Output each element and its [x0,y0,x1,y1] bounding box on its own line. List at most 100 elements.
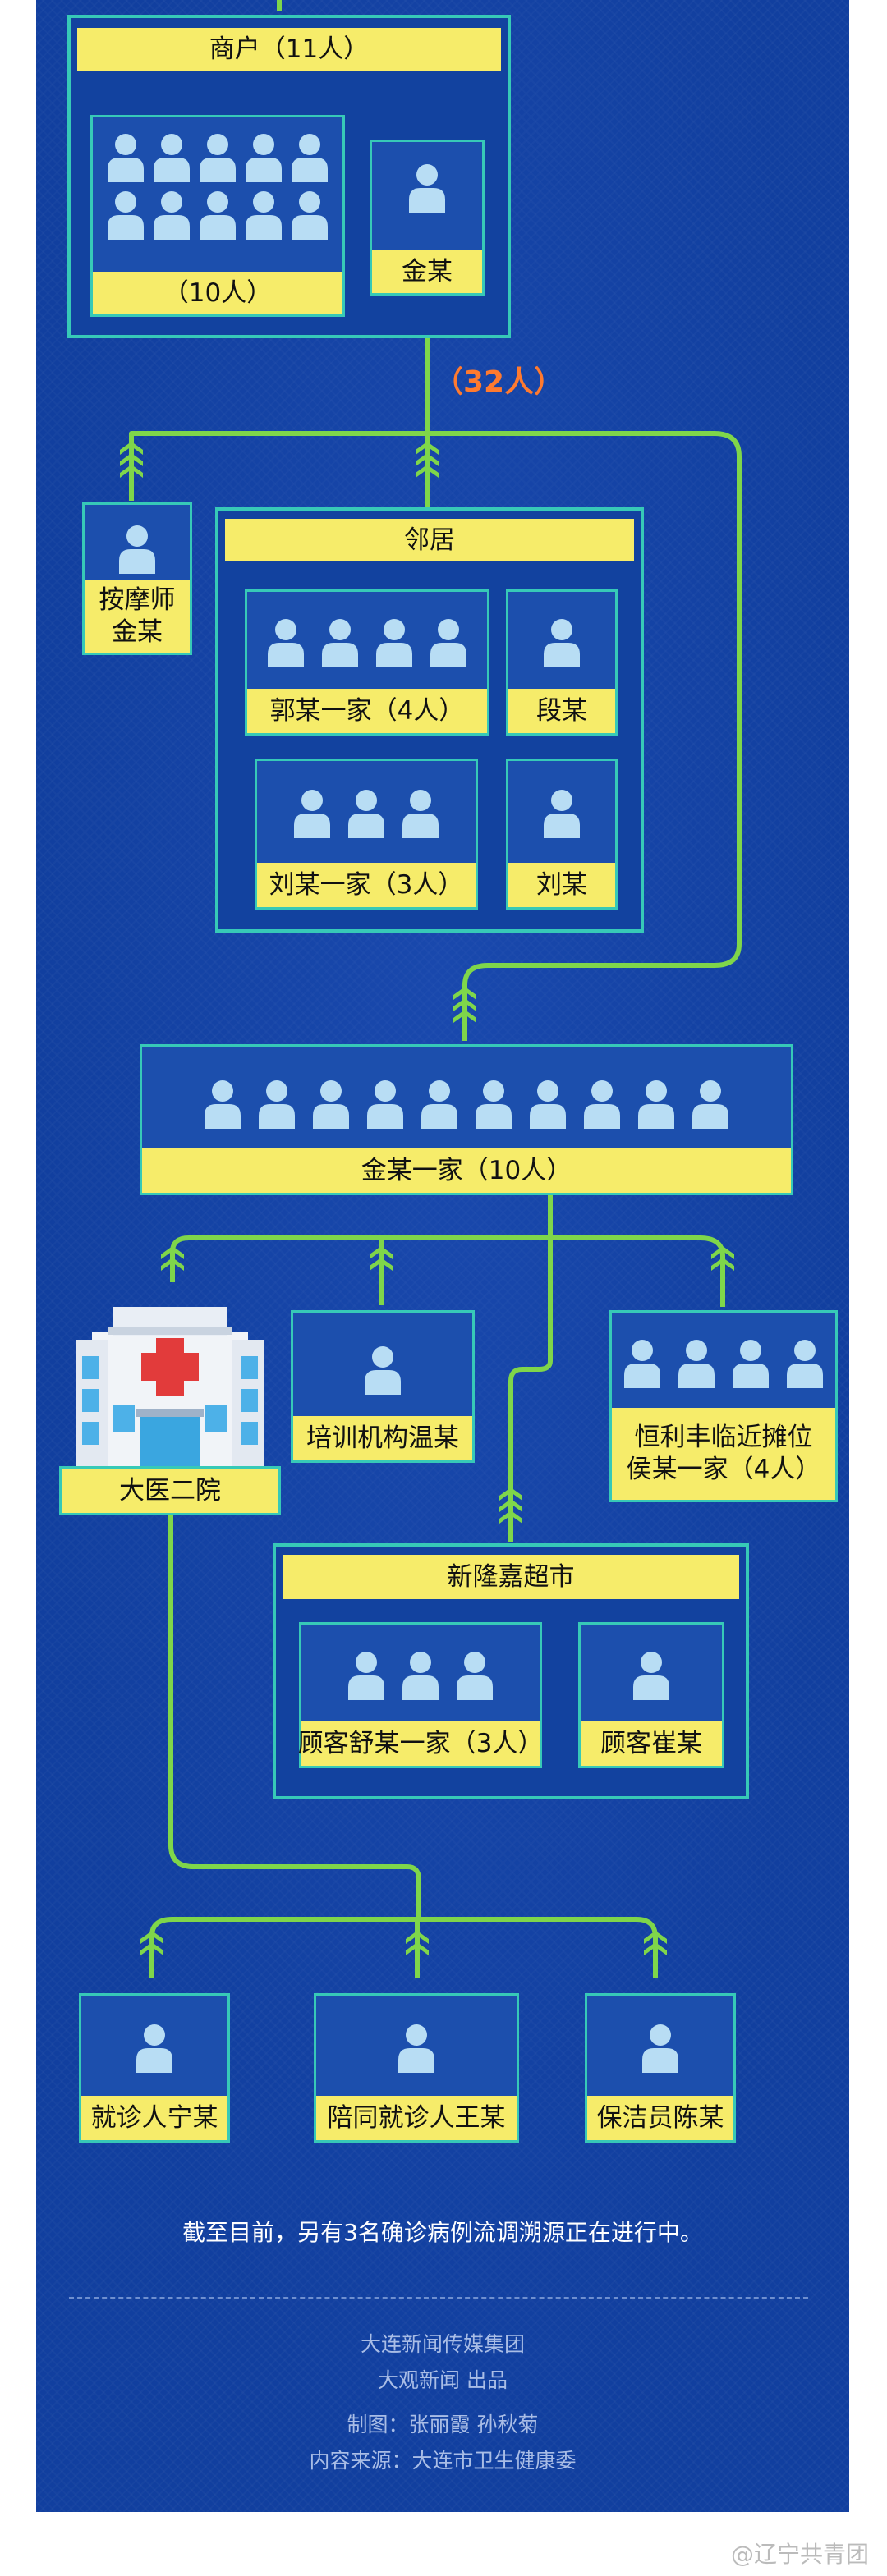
person-icon [348,790,384,838]
person-icon [367,1080,403,1129]
person-icon [348,1652,384,1700]
person-icon [476,1080,512,1129]
watermark: @辽宁共青团 [730,2541,869,2568]
person-icon [421,1080,457,1129]
merchants-single-card: 金某 [370,140,485,296]
masseur-label: 按摩师 金某 [85,580,190,653]
person-icon [246,191,282,240]
person-icon [205,1080,241,1129]
neighbors-guo-card: 郭某一家（4人） [245,589,489,736]
neighbors-box: 邻居 郭某一家（4人） 段某 刘某一家（3人） 刘某 [215,507,644,933]
contact-ning-card: 就诊人宁某 [79,1993,230,2143]
person-icon [409,164,445,213]
person-icon [402,790,439,838]
training-card: 培训机构温某 [291,1310,475,1463]
training-people [293,1337,472,1395]
person-icon [430,619,466,667]
contact-chen-people [587,2015,733,2073]
contact-chen-card: 保洁员陈某 [585,1993,736,2143]
hospital-label: 大医二院 [59,1466,281,1515]
contact-ning-label: 就诊人宁某 [81,2096,227,2140]
person-icon [292,134,328,182]
merchants-title: 商户（11人） [77,28,501,71]
jin-family-people [142,1071,791,1129]
jin-family-label: 金某一家（10人） [142,1148,791,1193]
person-icon [398,2024,434,2073]
neighbors-liu-family-card: 刘某一家（3人） [255,759,478,910]
person-icon [787,1340,823,1388]
merchants-group-card: （10人） [90,115,345,317]
neighbors-liu-people [508,781,615,838]
credit-source: 内容来源：大连市卫生健康委 [309,2449,577,2473]
merchants-single-people [372,155,482,213]
person-icon [136,2024,172,2073]
supermarket-shu-label: 顾客舒某一家（3人） [298,1721,543,1766]
person-icon [584,1080,620,1129]
person-icon [365,1346,401,1395]
person-icon [733,1340,769,1388]
person-icon [678,1340,715,1388]
person-icon [294,790,330,838]
person-icon [108,191,144,240]
person-icon [119,525,155,574]
contact-ning-people [81,2015,227,2073]
person-icon [268,619,304,667]
merchants-group-people [93,124,342,247]
person-icon [259,1080,295,1129]
footer-divider [69,2297,808,2299]
merchants-group-label: （10人） [93,272,342,314]
supermarket-title: 新隆嘉超市 [283,1555,739,1599]
neighbors-liu-family-people [257,781,476,838]
person-icon [322,619,358,667]
person-icon [200,134,236,182]
masseur-card: 按摩师 金某 [82,502,192,655]
stall-people [612,1331,835,1388]
status-note: 截至目前，另有3名确诊病例流调溯源正在进行中。 [182,2219,703,2246]
stall-card: 恒利丰临近摊位 侯某一家（4人） [609,1310,838,1502]
person-icon [154,134,190,182]
stall-label: 恒利丰临近摊位 侯某一家（4人） [612,1408,835,1500]
supermarket-cui-people [581,1643,722,1700]
person-icon [544,790,580,838]
neighbors-guo-people [247,610,487,667]
person-icon [633,1652,669,1700]
neighbors-guo-label: 郭某一家（4人） [247,689,487,733]
neighbors-duan-people [508,610,615,667]
person-icon [530,1080,566,1129]
person-icon [544,619,580,667]
neighbors-duan-card: 段某 [506,589,618,736]
neighbors-liu-card: 刘某 [506,759,618,910]
transmission-count: （32人） [434,365,564,399]
person-icon [638,1080,674,1129]
contact-chen-label: 保洁员陈某 [587,2096,733,2140]
neighbors-title: 邻居 [225,519,634,561]
person-icon [402,1652,439,1700]
person-icon [108,134,144,182]
contact-wang-people [316,2015,517,2073]
merchants-single-label: 金某 [372,250,482,293]
hospital-building-icon [76,1307,264,1469]
person-icon [313,1080,349,1129]
person-icon [642,2024,678,2073]
person-icon [154,191,190,240]
supermarket-box: 新隆嘉超市 顾客舒某一家（3人） 顾客崔某 [273,1543,749,1799]
supermarket-shu-card: 顾客舒某一家（3人） [298,1622,543,1768]
person-icon [376,619,412,667]
neighbors-liu-label: 刘某 [508,863,615,907]
person-icon [246,134,282,182]
person-icon [200,191,236,240]
supermarket-shu-people [301,1643,540,1700]
training-label: 培训机构温某 [293,1416,472,1460]
supermarket-cui-card: 顾客崔某 [578,1622,724,1768]
neighbors-liu-family-label: 刘某一家（3人） [257,863,476,907]
contact-wang-card: 陪同就诊人王某 [314,1993,519,2143]
person-icon [624,1340,660,1388]
supermarket-cui-label: 顾客崔某 [581,1721,722,1766]
credit-outlet: 大观新闻 出品 [378,2368,508,2392]
merchants-box: 商户（11人） （10人） 金某 [67,15,511,338]
masseur-people [85,516,190,574]
person-icon [692,1080,728,1129]
person-icon [457,1652,493,1700]
contact-wang-label: 陪同就诊人王某 [316,2096,517,2140]
neighbors-duan-label: 段某 [508,689,615,733]
